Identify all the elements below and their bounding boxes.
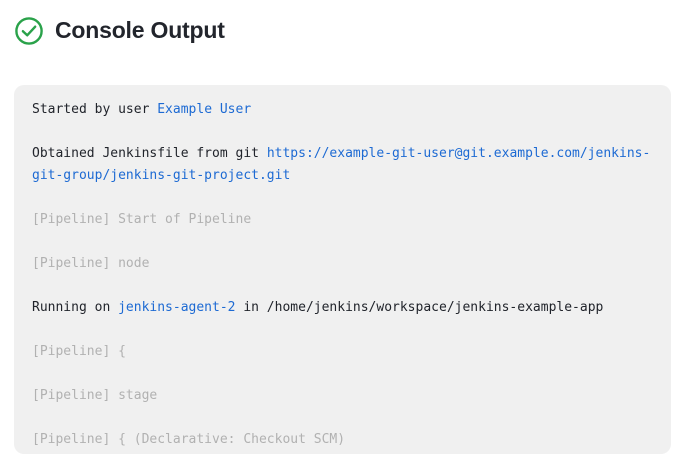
- check-circle-icon: [14, 16, 44, 46]
- console-log-line: [Pipeline] stage: [32, 388, 158, 403]
- console-log-link[interactable]: Example User: [157, 102, 252, 117]
- page-header: Console Output: [0, 0, 686, 46]
- console-log-link[interactable]: jenkins-agent-2: [118, 300, 236, 315]
- console-log-line: [Pipeline] {: [32, 344, 126, 359]
- console-log-link[interactable]: https://example-git-user@git.example.com…: [32, 146, 651, 183]
- page-title: Console Output: [55, 17, 225, 43]
- console-log-line: Running on jenkins-agent-2 in /home/jenk…: [32, 300, 604, 315]
- console-log-line: [Pipeline] Start of Pipeline: [32, 212, 252, 227]
- console-log-line: Started by user Example User: [32, 102, 252, 117]
- console-log-line: [Pipeline] { (Declarative: Checkout SCM): [32, 432, 346, 447]
- console-output-panel[interactable]: Started by user Example User Obtained Je…: [14, 85, 671, 454]
- console-log: Started by user Example User Obtained Je…: [32, 99, 653, 454]
- console-log-line: [Pipeline] node: [32, 256, 150, 271]
- console-log-line: Obtained Jenkinsfile from git https://ex…: [32, 146, 651, 183]
